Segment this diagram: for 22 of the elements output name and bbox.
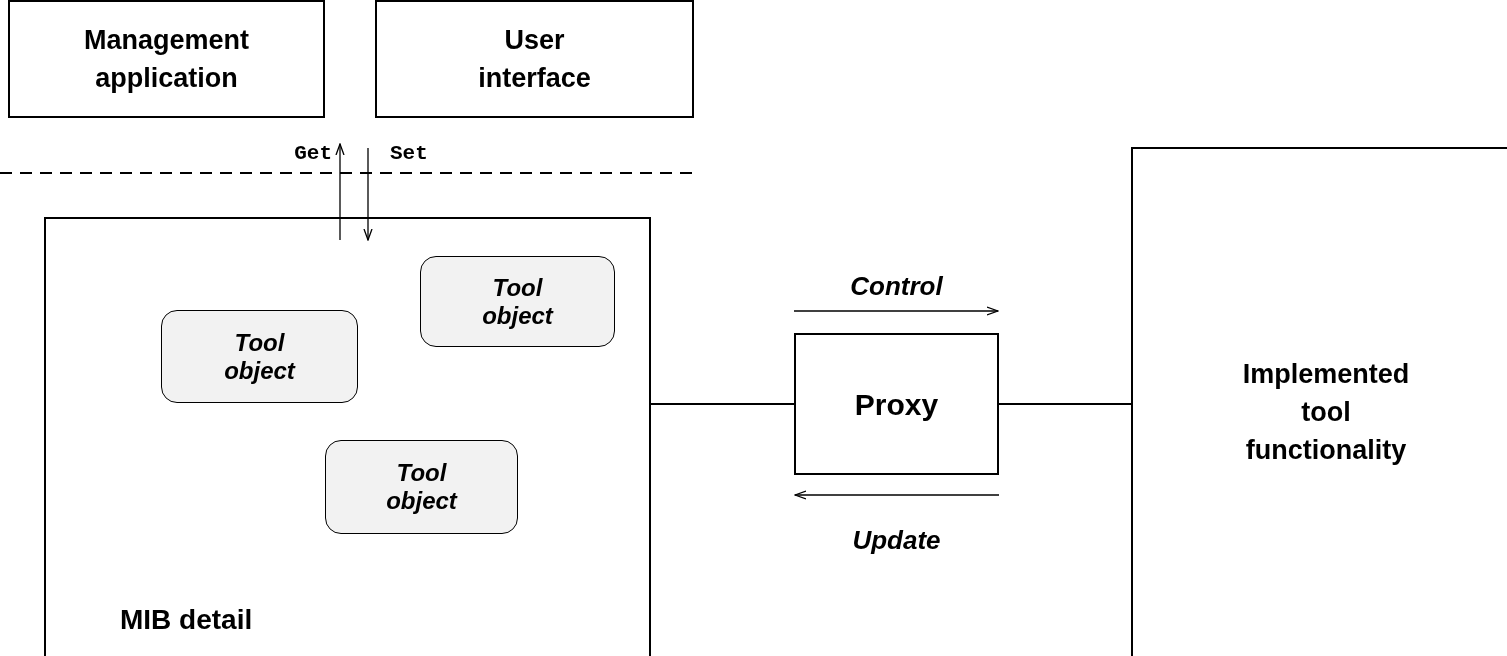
box-label: Proxy [854,386,939,423]
container-box [44,217,651,656]
object-box [325,440,518,534]
box-label: Tool object [481,273,555,330]
process-box [794,333,999,475]
box-label: Tool object [385,459,459,515]
connector-line [998,403,1132,405]
flow-label: Control [849,270,944,302]
flow-label: Update [851,524,942,556]
arrow [335,143,345,241]
process-box [375,0,694,118]
box-label: Management application [82,24,250,95]
box-label: Implemented tool functionality [1241,358,1411,467]
box-title: MIB detail [120,603,253,637]
connector-line [650,403,795,405]
box-label: User interface [477,24,592,95]
process-box [1131,147,1507,656]
box-label: Tool object [223,328,297,385]
arrow [363,147,373,241]
object-box [420,256,615,347]
process-box [8,0,325,118]
object-box [161,310,358,403]
